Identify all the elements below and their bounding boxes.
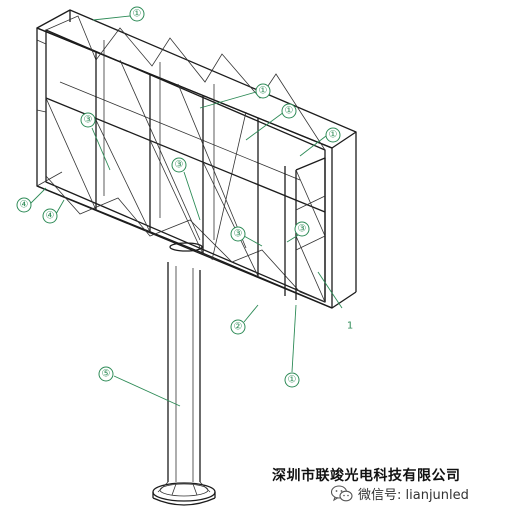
callout-label: ① [288,375,297,386]
callout-label: ④ [20,200,29,211]
callout-3: ③ [171,157,187,173]
callout-4: ④ [42,208,58,224]
callout-4: ④ [16,197,32,213]
callout-label: ① [133,9,142,20]
callout-1: ① [129,6,145,22]
callout-label: 1 [347,321,353,332]
support-column [152,262,216,506]
callout-label: ③ [298,224,307,235]
leader-lines [29,15,343,407]
callout-label: ③ [175,160,184,171]
callout-label: ④ [46,211,55,222]
callout-1: ① [325,127,341,143]
callout-1: ① [255,83,271,99]
wechat-watermark: 微信号: lianjunled [331,484,469,503]
callout-label: ③ [234,229,243,240]
callout-label: ② [234,322,243,333]
company-name-watermark: 深圳市联竣光电科技有限公司 [272,468,461,484]
callout-1: ① [284,372,300,388]
callout-3: ③ [230,226,246,242]
truss-frame [36,9,357,309]
wechat-icon [331,484,353,501]
wechat-label: 微信号: lianjunled [358,488,469,503]
callout-5: ⑤ [98,366,114,382]
callout-1: ① [281,103,297,119]
callout-label: ① [259,86,268,97]
callout-partial: 1 [347,321,353,332]
callouts: ① ① ① ① ① ② ③ ③ [16,6,353,388]
callout-label: ① [329,130,338,141]
callout-2: ② [230,319,246,335]
callout-label: ① [285,106,294,117]
callout-label: ③ [84,115,93,126]
callout-label: ⑤ [102,369,111,380]
callout-3: ③ [294,221,310,237]
callout-3: ③ [80,112,96,128]
